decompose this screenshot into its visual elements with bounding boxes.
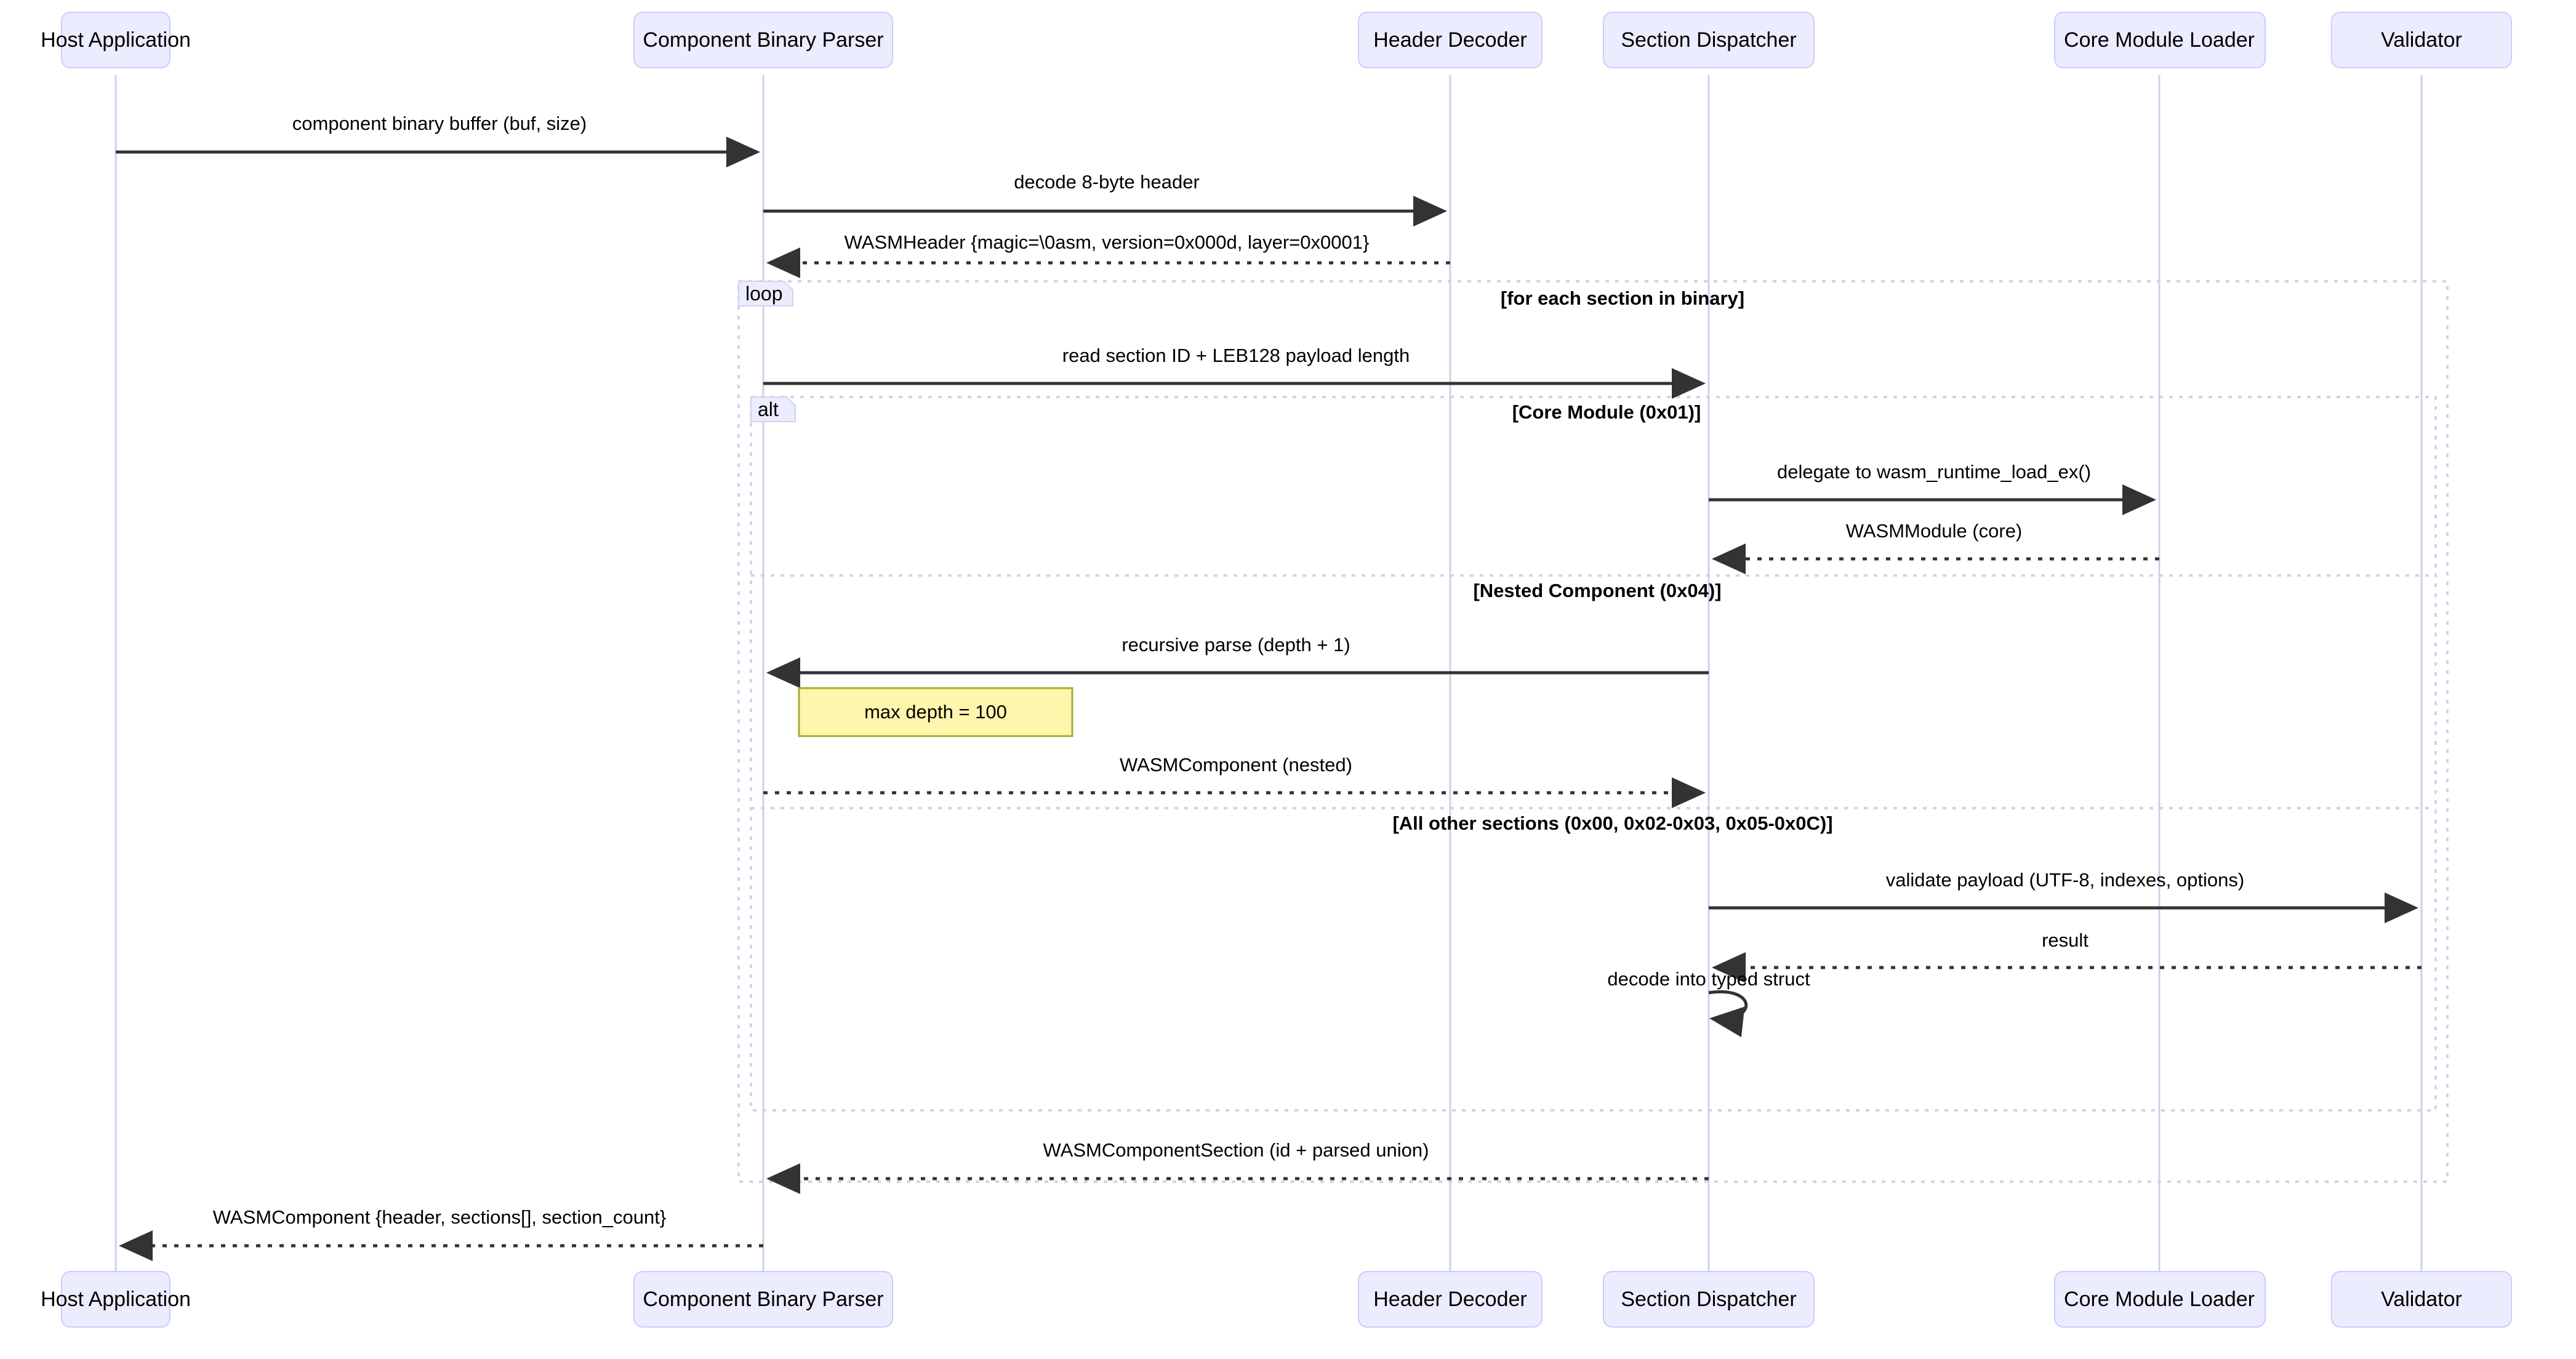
participant-validator-bottom[interactable]: Validator (2331, 1271, 2512, 1328)
message-m5: delegate to wasm_runtime_load_ex() (1709, 461, 2156, 515)
actors-top-group: Host Application Component Binary Parser H… (41, 12, 2512, 68)
note-max-depth: max depth = 100 (798, 687, 1073, 737)
alt-block-condition: [Core Module (0x01)] (1512, 401, 1701, 423)
participant-parser-bottom-box[interactable] (633, 1271, 893, 1328)
note-max-depth-label: max depth = 100 (864, 701, 1007, 723)
participant-loader-bottom-label: Core Module Loader (2064, 1288, 2255, 1311)
participant-dispatch-bottom[interactable]: Section Dispatcher (1603, 1271, 1815, 1328)
message-m13: WASMComponent {header, sections[], secti… (119, 1206, 763, 1261)
message-m9: validate payload (UTF-8, indexes, option… (1709, 869, 2418, 923)
blocks-group: loop [for each section in binary] alt [Core… (737, 280, 2449, 1183)
participant-host-bottom[interactable]: Host Application (41, 1271, 191, 1328)
participant-host-top[interactable]: Host Application (41, 12, 191, 68)
participant-validator-bottom-label: Validator (2381, 1288, 2462, 1311)
alt-block-tab (750, 396, 796, 422)
message-m2-label: decode 8-byte header (1014, 171, 1200, 193)
participant-host-top-box[interactable] (61, 12, 171, 68)
message-m6: WASMModule (core) (1712, 520, 2159, 574)
participant-parser-bottom-label: Component Binary Parser (643, 1288, 883, 1311)
participant-header-bottom[interactable]: Header Decoder (1358, 1271, 1543, 1328)
loop-block-tab (738, 281, 793, 307)
participant-loader-bottom-box[interactable] (2054, 1271, 2266, 1328)
message-m3-label: WASMHeader {magic=\0asm, version=0x000d,… (845, 231, 1370, 253)
message-m3: WASMHeader {magic=\0asm, version=0x000d,… (766, 231, 1450, 278)
message-m9-label: validate payload (UTF-8, indexes, option… (1886, 869, 2244, 891)
participant-dispatch-bottom-box[interactable] (1603, 1271, 1815, 1328)
message-m8-label: WASMComponent (nested) (1120, 754, 1352, 776)
notes-group: max depth = 100 (798, 687, 1073, 737)
participant-dispatch-bottom-label: Section Dispatcher (1621, 1288, 1796, 1311)
alt-block: alt [Core Module (0x01)] [Nested Component… (750, 396, 2437, 1112)
message-m4: read section ID + LEB128 payload length (763, 345, 1706, 399)
participant-header-top[interactable]: Header Decoder (1358, 12, 1543, 68)
message-m7: recursive parse (depth + 1) (766, 634, 1709, 688)
message-m10: result (1712, 929, 2422, 983)
participant-header-top-box[interactable] (1358, 12, 1543, 68)
message-m12-label: WASMComponentSection (id + parsed union) (1043, 1139, 1429, 1161)
message-m2: decode 8-byte header (763, 171, 1447, 226)
actors-bottom-group: Host Application Component Binary Parser H… (41, 1271, 2512, 1328)
participant-dispatch-top-box[interactable] (1603, 12, 1815, 68)
loop-block: loop [for each section in binary] (737, 280, 2449, 1183)
alt-block-alt-condition-1: [All other sections (0x00, 0x02-0x03, 0x… (1392, 812, 1832, 834)
loop-block-frame (737, 280, 2449, 1183)
participant-loader-top-label: Core Module Loader (2064, 28, 2255, 52)
participant-header-bottom-label: Header Decoder (1373, 1288, 1527, 1311)
participant-host-top-label: Host Application (41, 28, 191, 52)
participant-parser-bottom[interactable]: Component Binary Parser (633, 1271, 893, 1328)
message-m6-label: WASMModule (core) (1846, 520, 2023, 542)
participant-parser-top-box[interactable] (633, 12, 893, 68)
message-m5-label: delegate to wasm_runtime_load_ex() (1777, 461, 2091, 483)
message-m11: decode into typed struct (1607, 968, 1810, 1038)
message-m11-arrow (1708, 990, 1748, 1038)
loop-block-tab-label: loop (745, 283, 783, 305)
message-m4-label: read section ID + LEB128 payload length (1062, 345, 1410, 366)
participant-loader-top-box[interactable] (2054, 12, 2266, 68)
participant-host-bottom-label: Host Application (41, 1288, 191, 1311)
participant-parser-top[interactable]: Component Binary Parser (633, 12, 893, 68)
alt-block-alt-condition-0: [Nested Component (0x04)] (1473, 580, 1721, 601)
message-m1: component binary buffer (buf, size) (116, 113, 760, 167)
message-m12: WASMComponentSection (id + parsed union) (766, 1139, 1709, 1194)
message-m10-label: result (2042, 929, 2088, 951)
note-max-depth-box (798, 687, 1073, 737)
message-m11-label: decode into typed struct (1607, 968, 1810, 990)
participant-dispatch-top-label: Section Dispatcher (1621, 28, 1796, 52)
participant-validator-bottom-box[interactable] (2331, 1271, 2512, 1328)
participant-header-bottom-box[interactable] (1358, 1271, 1543, 1328)
message-m13-label: WASMComponent {header, sections[], secti… (213, 1206, 666, 1228)
alt-block-tab-label: alt (758, 398, 779, 420)
participant-dispatch-top[interactable]: Section Dispatcher (1603, 12, 1815, 68)
participant-header-top-label: Header Decoder (1373, 28, 1527, 52)
participant-loader-top[interactable]: Core Module Loader (2054, 12, 2266, 68)
message-m8: WASMComponent (nested) (763, 754, 1706, 808)
participant-validator-top-box[interactable] (2331, 12, 2512, 68)
participant-validator-top-label: Validator (2381, 28, 2462, 52)
participant-loader-bottom[interactable]: Core Module Loader (2054, 1271, 2266, 1328)
loop-block-condition: [for each section in binary] (1501, 287, 1744, 309)
alt-block-frame (750, 396, 2437, 1112)
participant-parser-top-label: Component Binary Parser (643, 28, 883, 52)
message-m7-label: recursive parse (depth + 1) (1121, 634, 1350, 655)
participant-validator-top[interactable]: Validator (2331, 12, 2512, 68)
message-m1-label: component binary buffer (buf, size) (292, 113, 587, 134)
participant-host-bottom-box[interactable] (61, 1271, 171, 1328)
messages-group: component binary buffer (buf, size) decod… (116, 113, 2422, 1261)
